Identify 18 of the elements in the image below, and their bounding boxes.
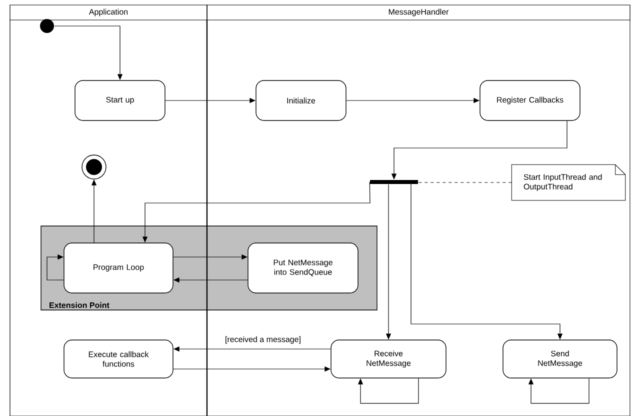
activity-box: Send NetMessage <box>502 340 618 378</box>
activity-box: Receive NetMessage <box>330 340 446 378</box>
activity-box: Execute callback functions <box>64 340 174 378</box>
initial-state <box>40 19 54 33</box>
activity-box: Program Loop <box>64 242 174 294</box>
final-state <box>82 154 106 180</box>
swimlane-header: MessageHandler <box>206 4 630 20</box>
arrow <box>46 254 64 280</box>
swimlane-header: Application <box>10 4 208 20</box>
activity-box: Start up <box>74 80 166 121</box>
activity-box: Put NetMessage into SendQueue <box>248 242 358 294</box>
arrow <box>358 378 419 404</box>
activity-box: Register Callbacks <box>480 80 580 121</box>
activity-box: Initialize <box>256 80 346 121</box>
arrow <box>528 378 590 404</box>
dashed-connector <box>418 182 512 183</box>
note: Start InputThread and OutputThread <box>511 164 626 201</box>
edge-label: [received a message] <box>224 335 302 345</box>
